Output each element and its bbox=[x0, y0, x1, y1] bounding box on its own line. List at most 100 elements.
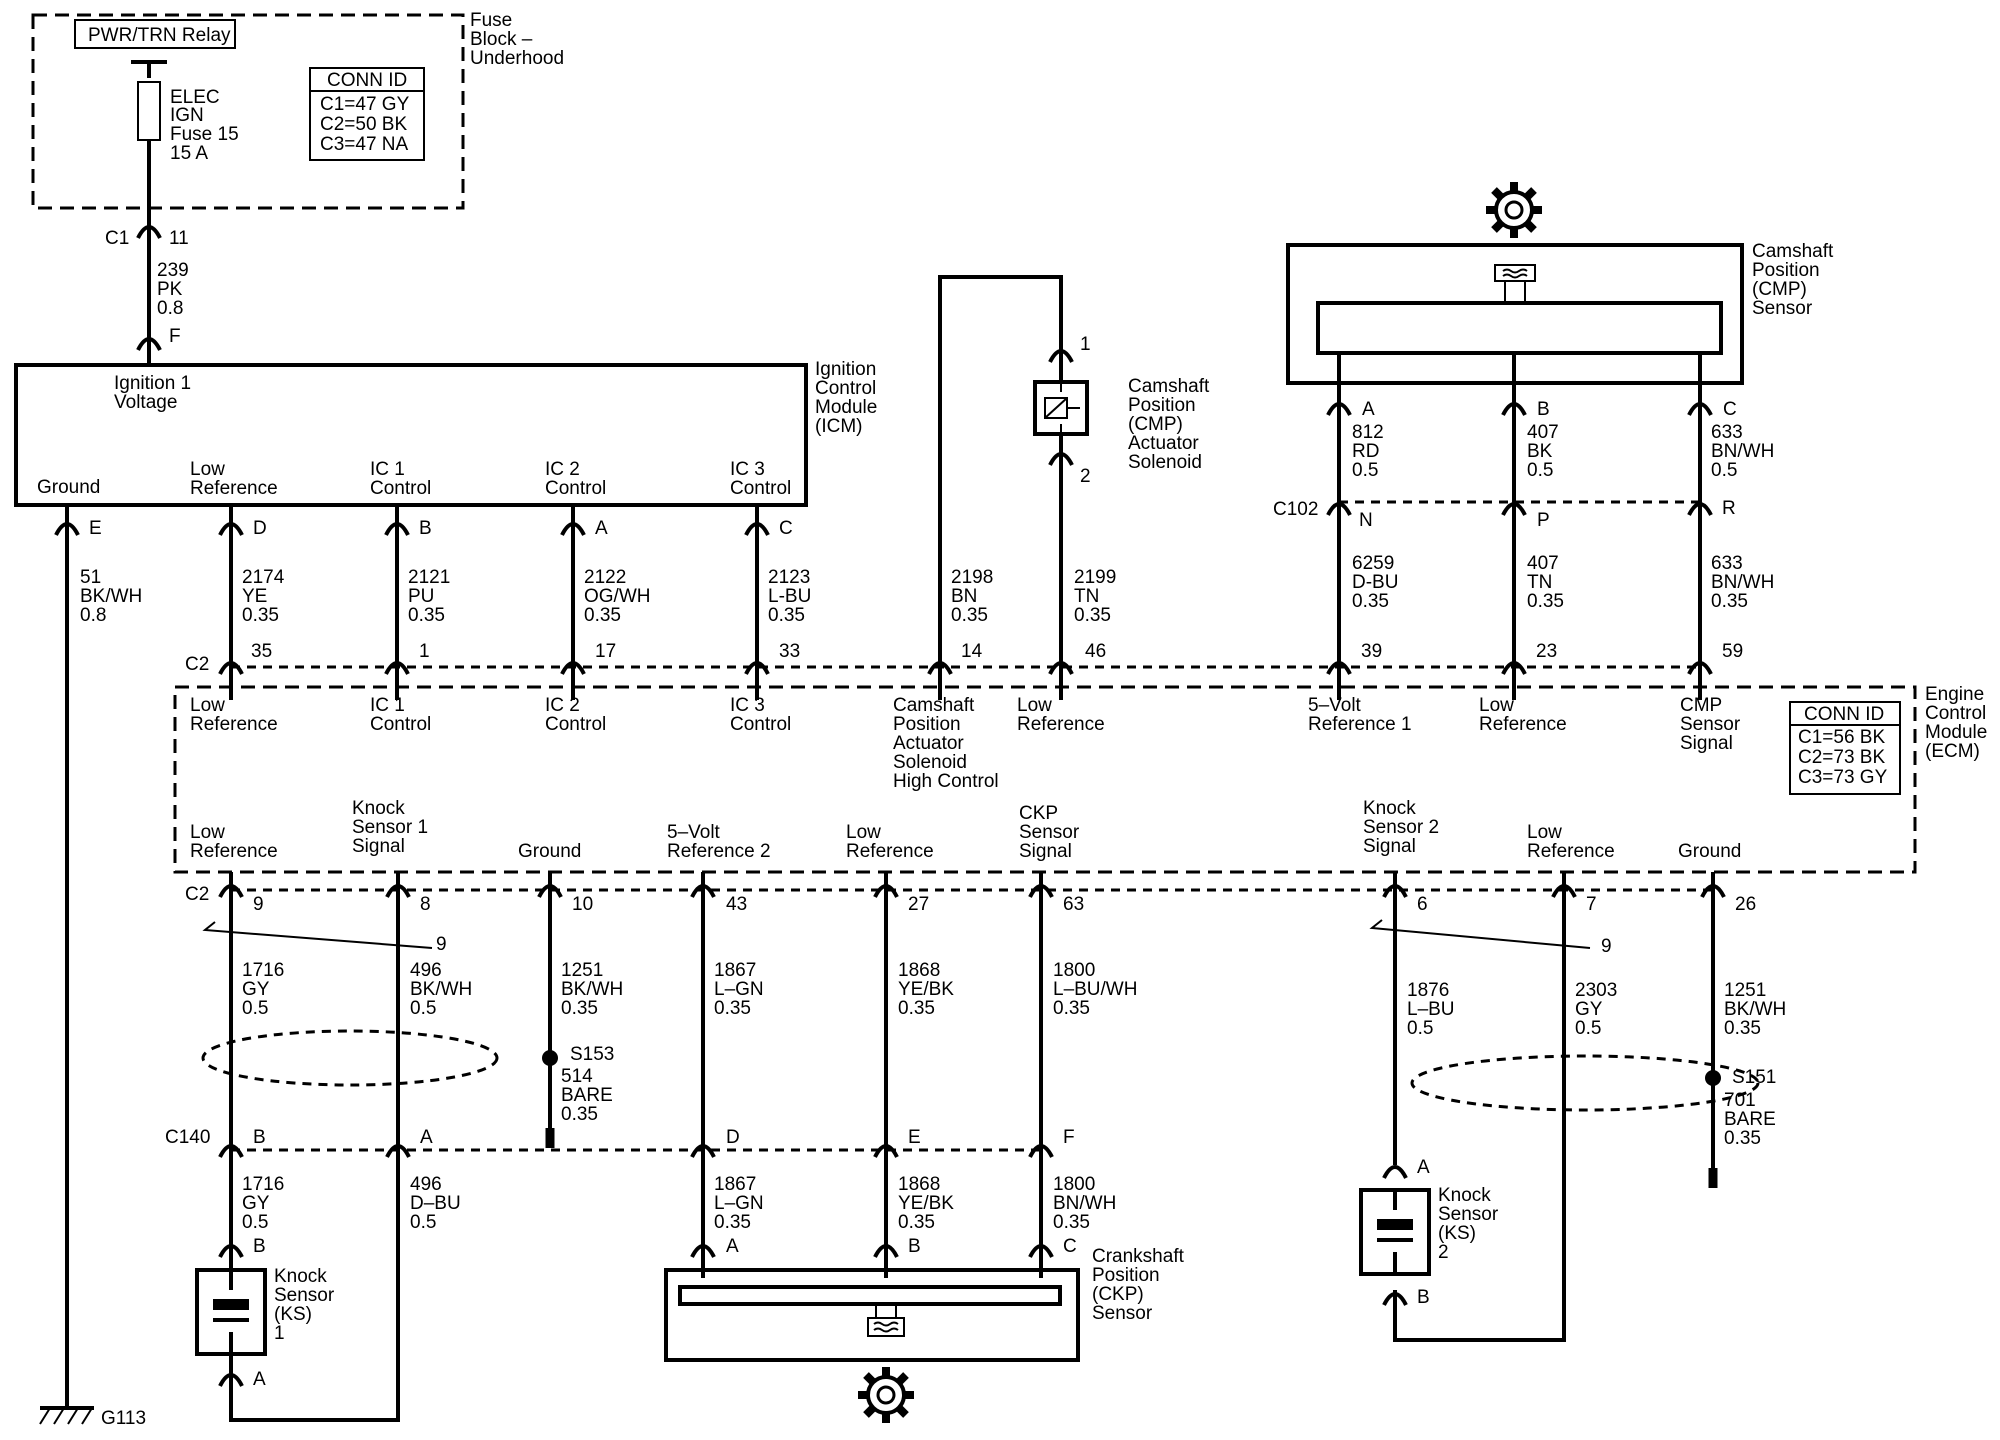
c140-f-wire-3: 0.35 bbox=[1053, 1212, 1090, 1233]
ks1-label-1: Knock bbox=[274, 1266, 327, 1287]
icm-ic1-c2-pin: 1 bbox=[419, 641, 430, 662]
cmp-c-wire-b-1: 633 bbox=[1711, 553, 1743, 574]
c140-b-wire-2: GY bbox=[242, 1193, 270, 1214]
cmp-c-wire-a-2: BN/WH bbox=[1711, 441, 1774, 462]
fuse-conn-id-c1: C1=47 GY bbox=[320, 94, 410, 115]
ecm-conn-id-title: CONN ID bbox=[1804, 704, 1884, 725]
ecm-bot-pin-ground: Ground bbox=[518, 841, 581, 862]
c140-connector: C140 B A D E F 1716 GY 0.5 496 D–BU 0.5 … bbox=[165, 1127, 1116, 1233]
cmp-b-wire-b-3: 0.35 bbox=[1527, 591, 1564, 612]
cmp-b-c102-pin: P bbox=[1537, 510, 1550, 531]
cmp-c-wire-b-2: BN/WH bbox=[1711, 572, 1774, 593]
actuator-label-3: (CMP) bbox=[1128, 414, 1183, 435]
cmp-label-4: Sensor bbox=[1752, 298, 1813, 319]
ecm-bot-pin-5vref2-1: 5–Volt bbox=[667, 822, 721, 843]
ecm-top-pin-5vref1-2: Reference 1 bbox=[1308, 714, 1412, 735]
icm-ic2-wire-3: 0.35 bbox=[584, 605, 621, 626]
icm-lowref-wire-2: YE bbox=[242, 586, 267, 607]
ecm-top-pin-cmp-2: Sensor bbox=[1680, 714, 1741, 735]
ckp-lowref-wire-3: 0.35 bbox=[898, 998, 935, 1019]
icm-ground-wire-2: BK/WH bbox=[80, 586, 142, 607]
c140-d-wire-2: L–GN bbox=[714, 1193, 764, 1214]
ckp-5vref-wire: 43 1867 L–GN 0.35 bbox=[690, 872, 764, 1278]
ks1-lowref-wire-1: 1716 bbox=[242, 960, 284, 981]
ks1-twist-label: 9 bbox=[436, 934, 447, 955]
icm-ic2-c2-pin: 17 bbox=[595, 641, 616, 662]
ks2-lowref-wire-3: 0.5 bbox=[1575, 1018, 1601, 1039]
icm-pin-name-ic1-2: Control bbox=[370, 478, 431, 499]
relay-label: PWR/TRN Relay bbox=[88, 25, 231, 46]
ckp-signal-pin: 63 bbox=[1063, 894, 1084, 915]
cmp-label-2: Position bbox=[1752, 260, 1820, 281]
fuse-text-3: Fuse 15 bbox=[170, 124, 239, 145]
icm-label-3: Module bbox=[815, 397, 877, 418]
ckp-pin-c: C bbox=[1063, 1236, 1077, 1257]
ks2-signal-wire-1: 1876 bbox=[1407, 980, 1449, 1001]
ecm-top-pin-cam-5: High Control bbox=[893, 771, 999, 792]
ecm-bot-pin-ckp-2: Sensor bbox=[1019, 822, 1080, 843]
s153-wire-3: 0.35 bbox=[561, 1104, 598, 1125]
fuse-text-2: IGN bbox=[170, 105, 204, 126]
ks2-pin-top: A bbox=[1417, 1157, 1430, 1178]
ecm-top-pin-lowref2-1: Low bbox=[1017, 695, 1052, 716]
ecm-top-pin-ic3-1: IC 3 bbox=[730, 695, 765, 716]
ecm-label-1: Engine bbox=[1925, 684, 1984, 705]
fuse-conn-id-c3: C3=47 NA bbox=[320, 134, 409, 155]
c140-f-wire-2: BN/WH bbox=[1053, 1193, 1116, 1214]
cmp-b-c2-pin: 23 bbox=[1536, 641, 1557, 662]
c140-d-wire-3: 0.35 bbox=[714, 1212, 751, 1233]
ckp-5vref-wire-1: 1867 bbox=[714, 960, 756, 981]
ecm-label-3: Module bbox=[1925, 722, 1987, 743]
ecm-bot-pin-lowref-2: Reference bbox=[190, 841, 278, 862]
ecm-ground-wire-2: BK/WH bbox=[561, 979, 623, 1000]
cmp-a-c102-pin: N bbox=[1359, 510, 1373, 531]
ecm-top-pin-ic1-1: IC 1 bbox=[370, 695, 405, 716]
icm-pin-name-lowref-1: Low bbox=[190, 459, 225, 480]
actuator-wire-b-1: 2199 bbox=[1074, 567, 1116, 588]
cmp-c-wire-b-3: 0.35 bbox=[1711, 591, 1748, 612]
icm-ic2-wire-1: 2122 bbox=[584, 567, 626, 588]
ckp-5vref-wire-2: L–GN bbox=[714, 979, 764, 1000]
ks1-label-2: Sensor bbox=[274, 1285, 335, 1306]
actuator-wire-b-3: 0.35 bbox=[1074, 605, 1111, 626]
c140-pin-a: A bbox=[420, 1127, 433, 1148]
fuse-conn-id-title: CONN ID bbox=[327, 70, 407, 91]
cmp-c-c102-pin: R bbox=[1722, 498, 1736, 519]
feed-pin-bottom: F bbox=[169, 326, 181, 347]
ecm-bot-pin-lowref4-2: Reference bbox=[846, 841, 934, 862]
ckp-label-3: (CKP) bbox=[1092, 1284, 1144, 1305]
ecm-bot-pin-lowref5-2: Reference bbox=[1527, 841, 1615, 862]
icm-pin-name-ground: Ground bbox=[37, 477, 100, 498]
icm-lowref-wire: D 2174 YE 0.35 35 bbox=[218, 505, 285, 700]
icm-ic3-wire-2: L-BU bbox=[768, 586, 811, 607]
actuator-pin-1: 1 bbox=[1080, 334, 1091, 355]
actuator-pin-2: 2 bbox=[1080, 466, 1091, 487]
cmp-label-1: Camshaft bbox=[1752, 241, 1834, 262]
ecm-bot-pin-lowref4-1: Low bbox=[846, 822, 881, 843]
icm-ic2-wire-2: OG/WH bbox=[584, 586, 651, 607]
ecm-bot-pin-ks2-1: Knock bbox=[1363, 798, 1416, 819]
icm-ign-label-1: Ignition 1 bbox=[114, 373, 191, 394]
ks2-lowref-pin: 7 bbox=[1586, 894, 1597, 915]
ks2-signal-pin: 6 bbox=[1417, 894, 1428, 915]
icm-ic1-wire-3: 0.35 bbox=[408, 605, 445, 626]
cmp-b-wire-a-2: BK bbox=[1527, 441, 1553, 462]
ks2-shield: 26 1251 BK/WH 0.35 S151 701 BARE 0.35 bbox=[1410, 872, 1786, 1188]
ecm-top-pin-lowref-1: Low bbox=[190, 695, 225, 716]
ks1-lowref-pin: 9 bbox=[253, 894, 264, 915]
icm-label-4: (ICM) bbox=[815, 416, 862, 437]
ks1-pin-bottom: A bbox=[253, 1369, 266, 1390]
ks1-pin-top: B bbox=[253, 1236, 266, 1257]
ecm-c2-label-bottom: C2 bbox=[185, 884, 209, 905]
c140-pin-f: F bbox=[1063, 1127, 1075, 1148]
ecm-bot-pin-5vref2-2: Reference 2 bbox=[667, 841, 771, 862]
ks2-twist-marker: 9 bbox=[1369, 919, 1612, 957]
actuator-label-2: Position bbox=[1128, 395, 1196, 416]
ecm-top-pin-cam-1: Camshaft bbox=[893, 695, 975, 716]
ks2-lowref-wire-1: 2303 bbox=[1575, 980, 1617, 1001]
icm-lowref-wire-3: 0.35 bbox=[242, 605, 279, 626]
ground-g113-label: G113 bbox=[101, 1408, 146, 1429]
c140-e-wire-2: YE/BK bbox=[898, 1193, 954, 1214]
ks2-label-4: 2 bbox=[1438, 1242, 1449, 1263]
